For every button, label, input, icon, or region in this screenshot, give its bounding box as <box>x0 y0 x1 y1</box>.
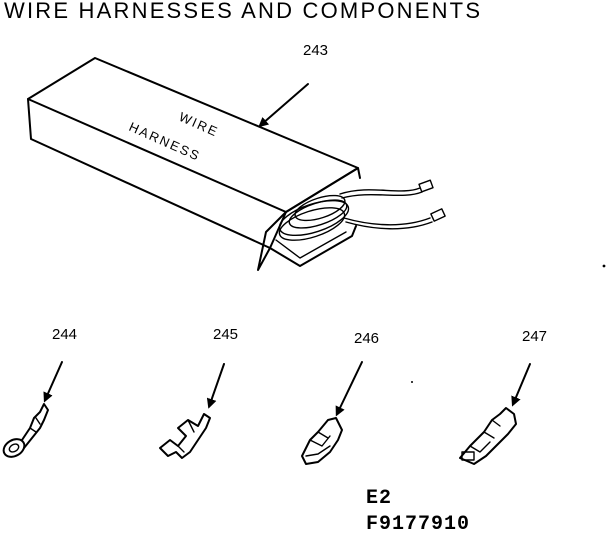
drawing-code-line1: E2 <box>366 487 393 510</box>
drawing-code: E2 F9177910 <box>366 486 470 538</box>
wire-harness-box: WIRE HARNESS <box>27 57 446 271</box>
part-label-247: 247 <box>522 328 548 345</box>
part-label-243: 243 <box>303 42 329 59</box>
terminal-244 <box>2 403 49 458</box>
part-label-246: 246 <box>354 330 380 347</box>
arrow-243 <box>258 83 309 128</box>
arrow-245 <box>206 363 225 409</box>
part-label-245: 245 <box>213 326 239 343</box>
box-label-wire: WIRE <box>177 109 221 140</box>
part-label-244: 244 <box>52 326 78 343</box>
arrow-247 <box>511 363 531 407</box>
terminal-246 <box>301 417 343 465</box>
diagram-title: WIRE HARNESSES AND COMPONENTS <box>4 0 483 23</box>
drawing-code-line2: F9177910 <box>366 513 471 536</box>
arrow-246 <box>335 361 363 417</box>
arrow-244 <box>43 361 63 403</box>
terminal-245 <box>159 413 211 459</box>
terminal-247 <box>459 407 517 465</box>
